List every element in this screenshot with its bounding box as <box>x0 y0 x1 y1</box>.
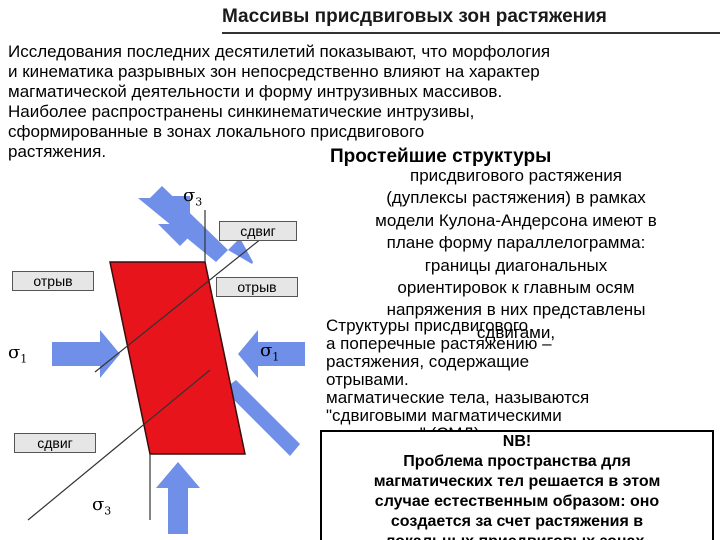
arrow-sigma3-bottom <box>156 462 200 534</box>
duplex-diagram <box>27 186 305 534</box>
shear-label-top: сдвиг <box>219 221 297 241</box>
arrow-top-vertical <box>158 196 202 246</box>
nb-line: магматических тел решается в этом <box>373 473 661 490</box>
intro-line: сформированные в зонах локального присдв… <box>8 122 425 141</box>
sigma1-right-label: σ1 <box>260 340 280 364</box>
description-line: границы диагональных <box>424 255 608 275</box>
slide-title: Массивы присдвиговых зон растяжения <box>222 6 607 27</box>
intro-line: Наиболее распространены синкинематически… <box>8 102 475 121</box>
description-line: (дуплексы растяжения) в рамках <box>386 188 646 208</box>
extension-duplex-parallelogram <box>109 261 246 455</box>
smd-definition: Структуры присдвигового а поперечные рас… <box>326 316 590 443</box>
description-line: ориентировок к главным осям <box>397 277 635 297</box>
definition-line: магматические тела, называются <box>326 388 590 407</box>
structures-description: присдвигового растяжения (дуплексы растя… <box>316 165 716 344</box>
intro-line: растяжения. <box>8 142 107 161</box>
nb-line: локальных присдвиговых зонах. <box>322 532 712 540</box>
description-line: модели Кулона-Андерсона имеют в <box>375 210 657 230</box>
title-underline <box>222 32 720 34</box>
sigma3-top-label: σ3 <box>183 185 203 209</box>
description-line: сдвигами, <box>476 322 556 342</box>
nb-line: создается за счет растяжения в <box>390 513 644 530</box>
description-line: плане форму параллелограмма: <box>386 233 646 253</box>
intro-line: Исследования последних десятилетий показ… <box>8 42 551 61</box>
nb-line: случае естественным образом: оно <box>374 493 660 510</box>
intro-line: магматической деятельности и форму интру… <box>8 82 503 101</box>
arrow-sigma1-left <box>52 330 120 378</box>
tension-label-left: отрыв <box>12 271 94 291</box>
sigma3-bottom-label: σ3 <box>92 494 112 518</box>
definition-line: "сдвиговыми магматическими <box>326 406 562 425</box>
nb-heading: NB! <box>502 433 532 450</box>
fault-line-diagonal <box>94 221 283 373</box>
description-line: напряжения в них представлены <box>386 300 646 320</box>
nb-line: Проблема пространства для <box>403 453 631 470</box>
sigma1-left-label: σ1 <box>8 342 28 366</box>
tension-label-right: отрыв <box>216 277 298 297</box>
nb-note-box: NB! Проблема пространства для магматичес… <box>320 430 714 540</box>
arrow-sigma1-right <box>238 330 305 378</box>
shear-label-bottom: сдвиг <box>14 433 96 453</box>
intro-paragraph: Исследования последних десятилетий показ… <box>8 42 714 162</box>
intro-line: и кинематика разрывных зон непосредствен… <box>8 62 540 81</box>
description-line: присдвигового растяжения <box>409 166 622 185</box>
fault-line-diagonal <box>27 369 211 521</box>
definition-line: отрывами. <box>326 370 409 389</box>
definition-line: растяжения, содержащие <box>326 352 530 371</box>
definition-line: Структуры присдвигового <box>326 316 529 335</box>
structures-heading: Простейшие структуры <box>330 146 552 167</box>
definition-line: а поперечные растяжению – <box>326 334 552 353</box>
